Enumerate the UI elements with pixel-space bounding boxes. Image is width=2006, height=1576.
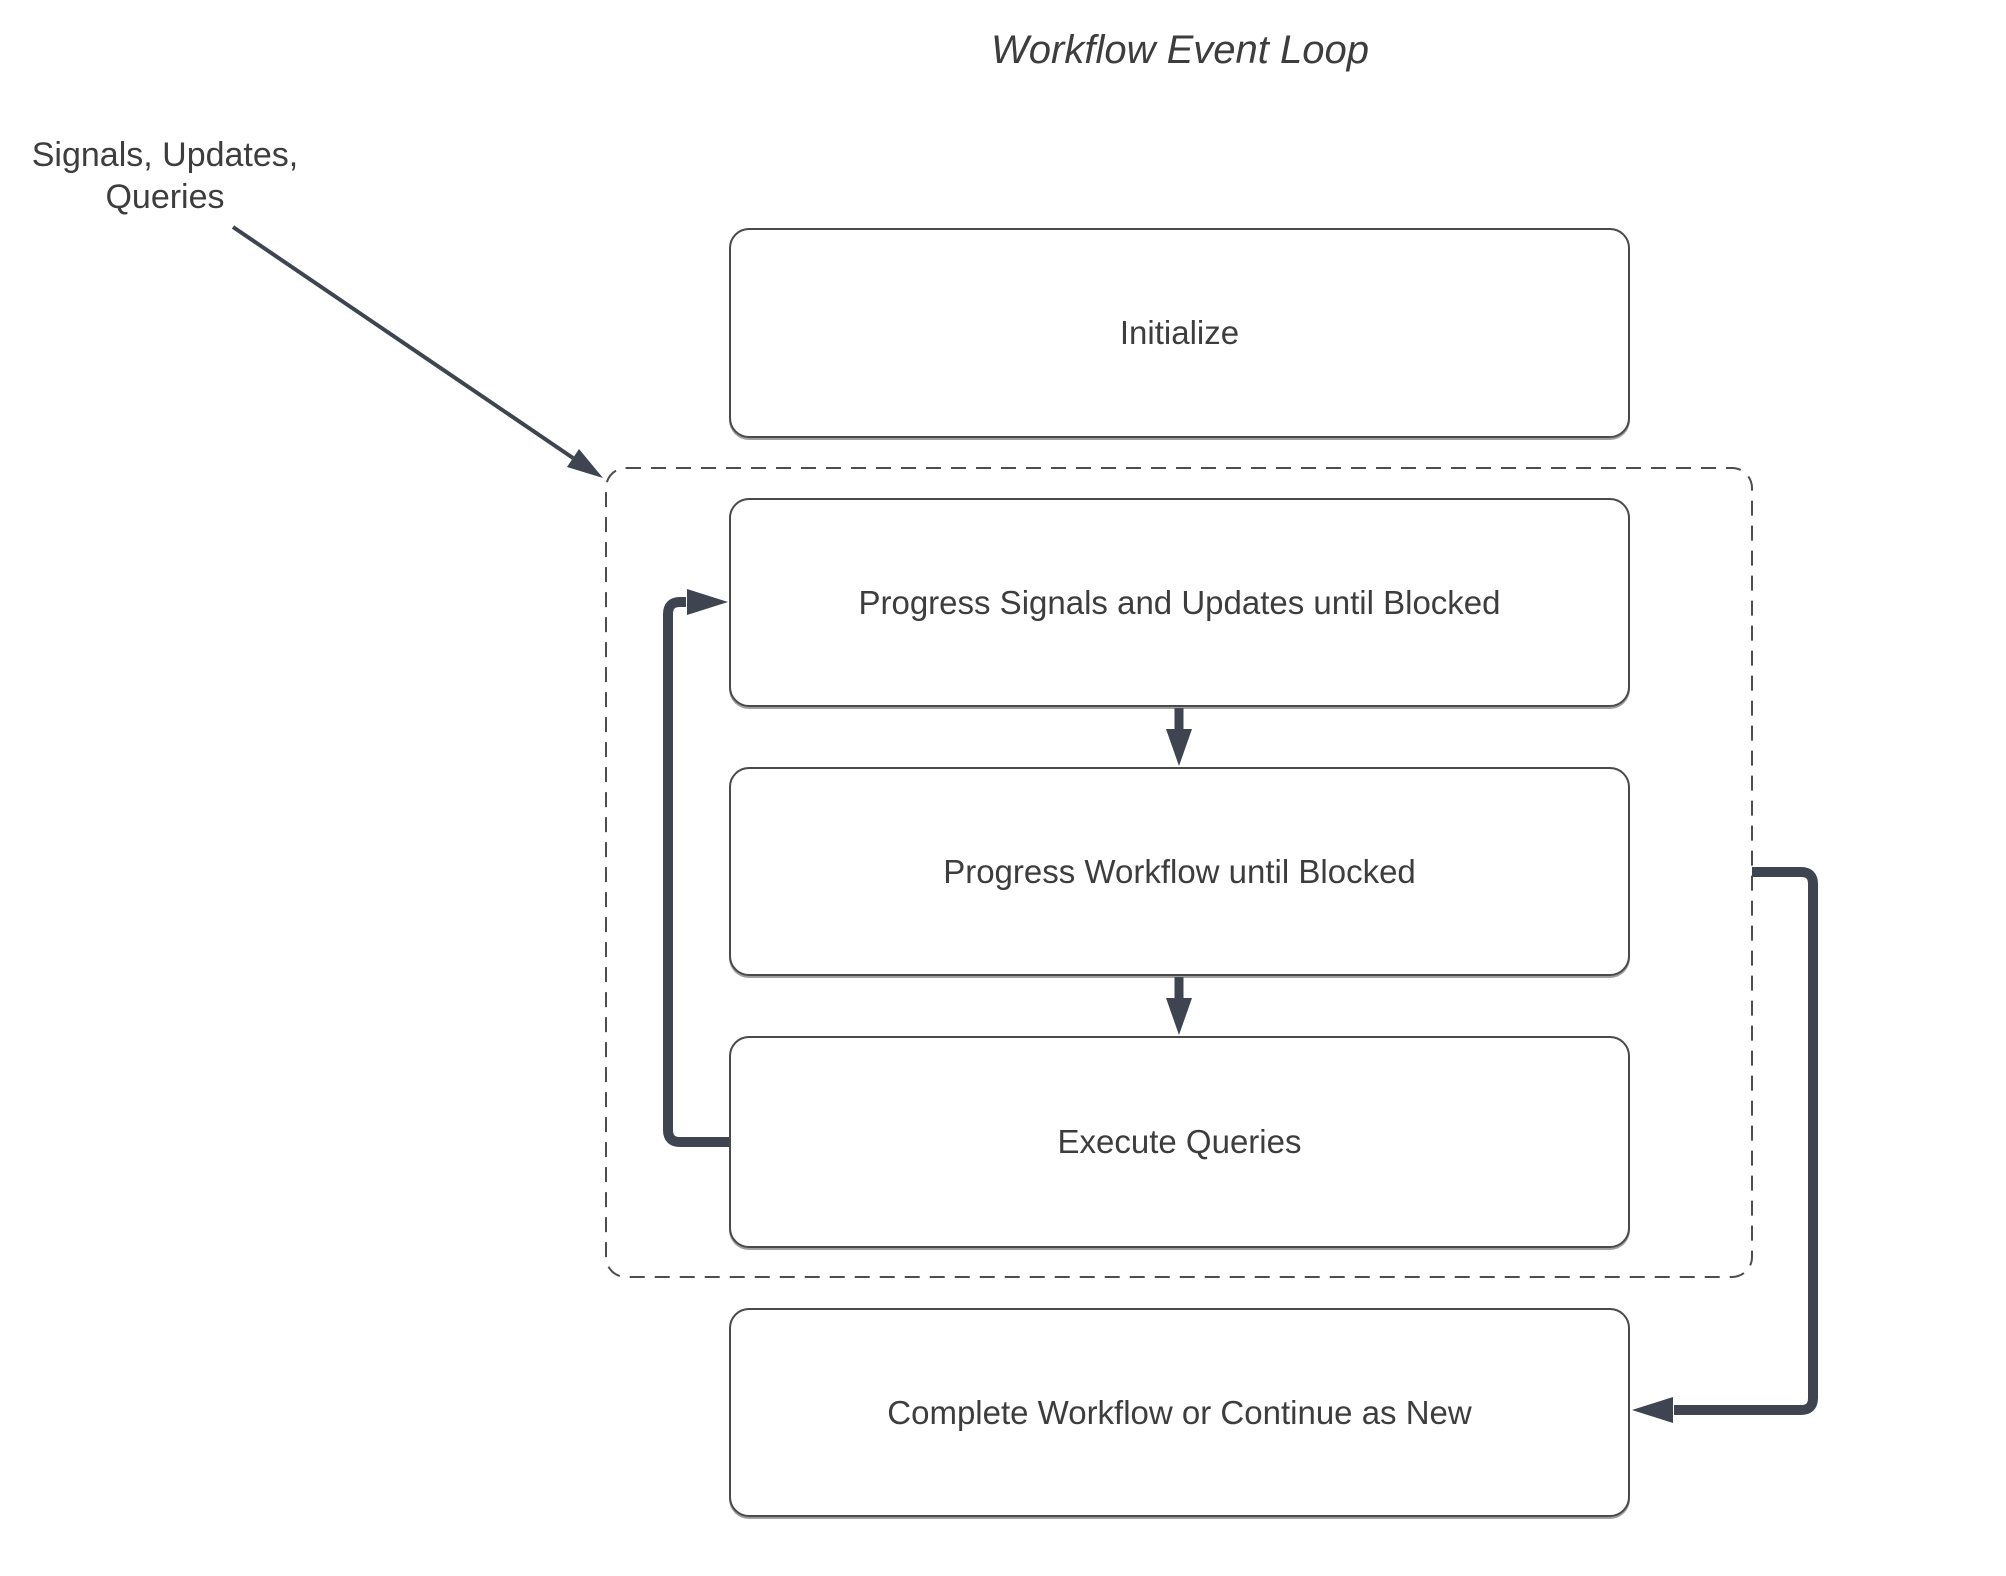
loop-back-arrow xyxy=(663,589,729,1147)
event-loop-boundary xyxy=(605,467,1753,1278)
node-execute-queries-label: Execute Queries xyxy=(1057,1123,1302,1160)
signals-arrow-shaft xyxy=(231,225,575,460)
node-complete-workflow: Complete Workflow or Continue as New xyxy=(729,1308,1630,1517)
node-execute-queries: Execute Queries xyxy=(729,1036,1630,1248)
node-progress-workflow-label: Progress Workflow until Blocked xyxy=(943,852,1416,890)
signals-updates-queries-label: Signals, Updates, Queries xyxy=(31,136,299,216)
continue-arrowhead-icon xyxy=(1632,1397,1673,1423)
node-initialize-label: Initialize xyxy=(1119,314,1240,351)
loop-back-arrowhead-icon xyxy=(687,589,728,615)
node-progress-signals-label: Progress Signals and Updates until Block… xyxy=(858,583,1501,621)
node-progress-signals: Progress Signals and Updates until Block… xyxy=(729,498,1630,707)
node-initialize: Initialize xyxy=(729,228,1630,438)
down-arrow-1 xyxy=(1166,708,1192,766)
node-complete-workflow-label: Complete Workflow or Continue as New xyxy=(887,1393,1472,1431)
down-arrow-2 xyxy=(1166,977,1192,1035)
signals-arrowhead-icon xyxy=(567,449,603,478)
diagram-title: Workflow Event Loop xyxy=(991,28,1369,72)
down-arrowhead-1-icon xyxy=(1166,729,1192,766)
continue-arrow-path xyxy=(1674,867,1818,1415)
continue-arrow xyxy=(1632,867,1818,1423)
loop-back-arrow-path xyxy=(663,597,729,1147)
down-arrowhead-2-icon xyxy=(1166,998,1192,1035)
node-progress-workflow: Progress Workflow until Blocked xyxy=(729,767,1630,976)
signals-arrow xyxy=(231,225,603,478)
